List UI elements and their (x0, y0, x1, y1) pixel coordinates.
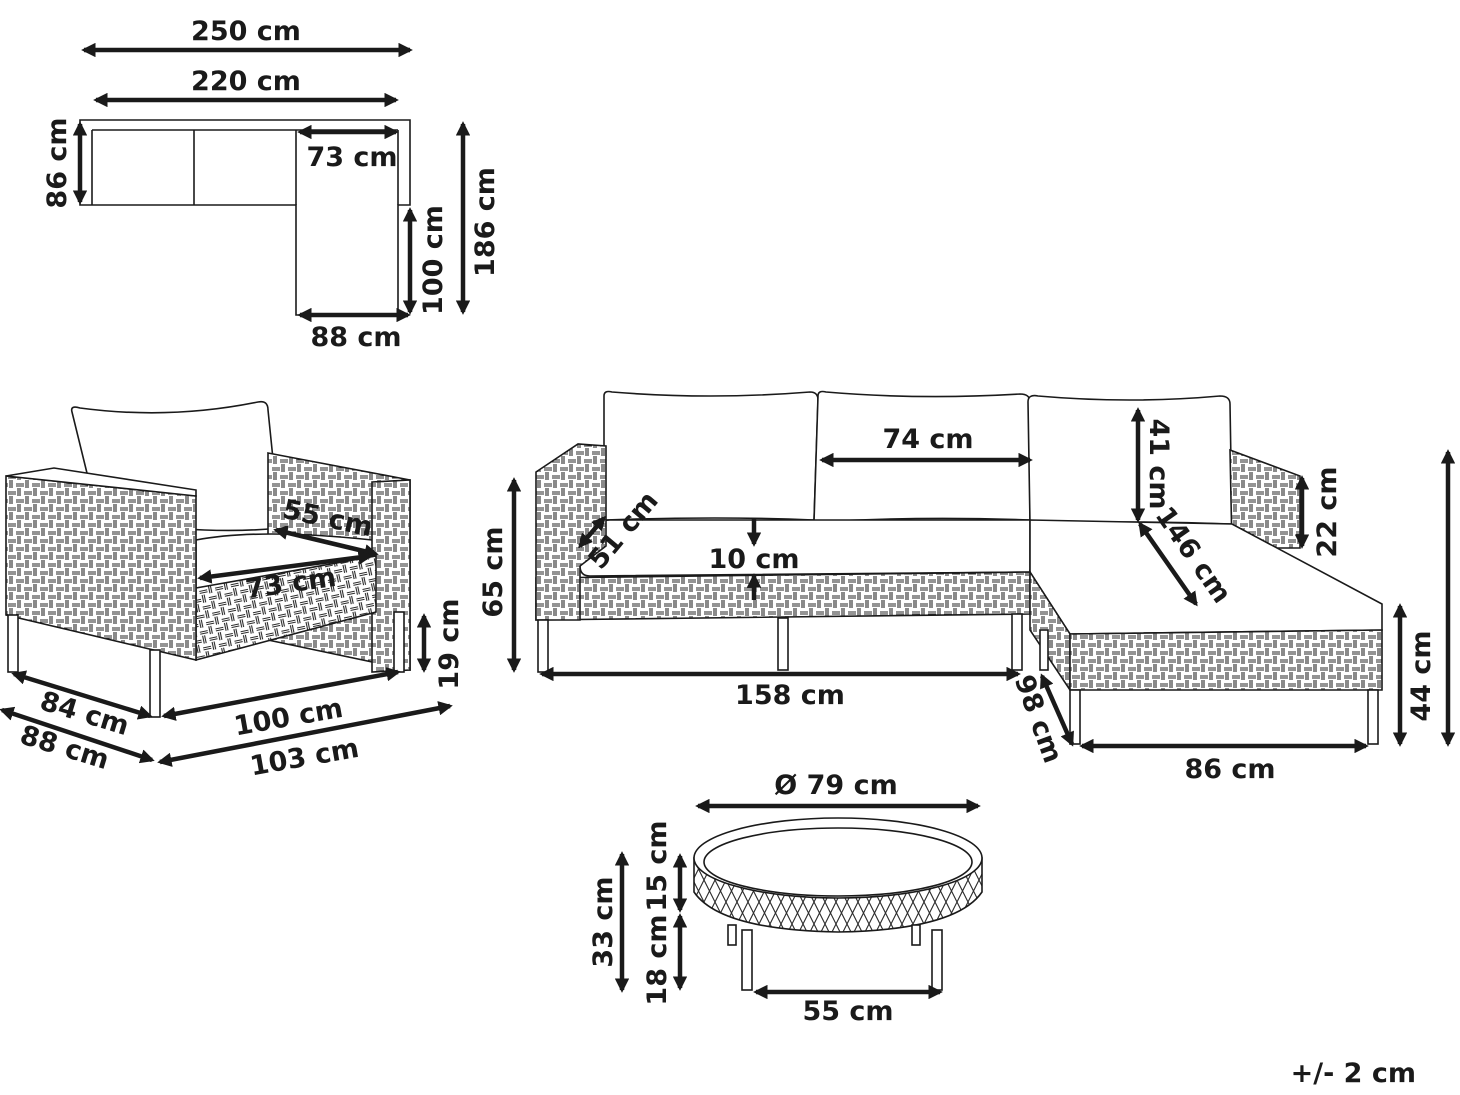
dim-label-250: 250 cm (191, 16, 301, 47)
armchair-leg (7, 614, 19, 673)
dim-label-65: 65 cm (478, 526, 509, 617)
armchair-arm-top (5, 467, 197, 497)
dim-label-74: 74 cm (882, 424, 973, 455)
sofa-leg (537, 619, 549, 673)
table-top (693, 817, 983, 899)
coffee-table-drawing: Ø 79 cm 33 cm 15 cm 18 cm 55 cm (588, 770, 983, 1027)
table-leg (931, 929, 943, 991)
armchair-left-arm (5, 475, 197, 662)
top-plan-view: 250 cm 220 cm 86 cm 73 cm 186 cm 100 cm … (42, 16, 501, 353)
dim-label-15: 15 cm (642, 820, 673, 911)
table-top-rim (703, 827, 973, 897)
dim-label-22: 22 cm (1312, 466, 1343, 557)
dim-arrow-98 (1039, 673, 1075, 747)
dim-label-220: 220 cm (191, 66, 301, 97)
sofa-leg (1039, 629, 1049, 671)
armchair-leg (149, 649, 161, 718)
dim-arrow-51 (578, 515, 606, 549)
armchair-leg (393, 611, 405, 673)
dim-arrow-146 (1138, 521, 1198, 607)
dim-label-19-armchair: 19 cm (434, 598, 465, 689)
tolerance-note: +/- 2 cm (1291, 1058, 1416, 1089)
dim-label-88-plan: 88 cm (310, 322, 401, 353)
sofa-seat-cushion (579, 519, 1031, 577)
dim-label-100-plan: 100 cm (418, 205, 449, 315)
dim-label-86-sofa: 86 cm (1184, 754, 1275, 785)
sofa-leg (1011, 613, 1023, 671)
sofa-chaise-front (1069, 629, 1383, 691)
table-leg (741, 929, 753, 991)
corner-sofa-drawing: 65 cm 51 cm 10 cm 74 cm 41 cm 22 cm 146 … (478, 390, 1456, 785)
sofa-back-cushion-middle (813, 390, 1031, 523)
sofa-base-front (535, 571, 1031, 621)
dim-label-33: 33 cm (588, 876, 619, 967)
dim-label-186: 186 cm (470, 167, 501, 277)
dim-label-10: 10 cm (708, 544, 799, 575)
sofa-leg (1367, 689, 1379, 745)
dim-arrow-103 (157, 701, 453, 767)
dim-label-18: 18 cm (642, 914, 673, 1005)
dim-label-44: 44 cm (1406, 630, 1437, 721)
dim-label-41: 41 cm (1143, 418, 1174, 509)
sofa-back-cushion-left (603, 390, 819, 521)
dim-label-55-table: 55 cm (802, 996, 893, 1027)
dim-label-158: 158 cm (735, 680, 845, 711)
dim-arrow-88-armchair (0, 706, 155, 764)
dim-label-86-plan: 86 cm (42, 117, 73, 208)
table-leg (727, 924, 737, 946)
armchair-drawing: 55 cm 73 cm 19 cm 84 cm 88 cm 100 cm 103… (0, 400, 465, 782)
sofa-back-cushion-right (1027, 394, 1233, 525)
dim-arrow-73-armchair (197, 550, 373, 584)
dim-label-79: Ø 79 cm (774, 770, 897, 801)
sofa-leg (1069, 689, 1081, 745)
sofa-leg (777, 617, 789, 671)
table-leg (911, 924, 921, 946)
dim-arrow-55-armchair (273, 525, 379, 559)
dim-label-73-plan: 73 cm (306, 142, 397, 173)
